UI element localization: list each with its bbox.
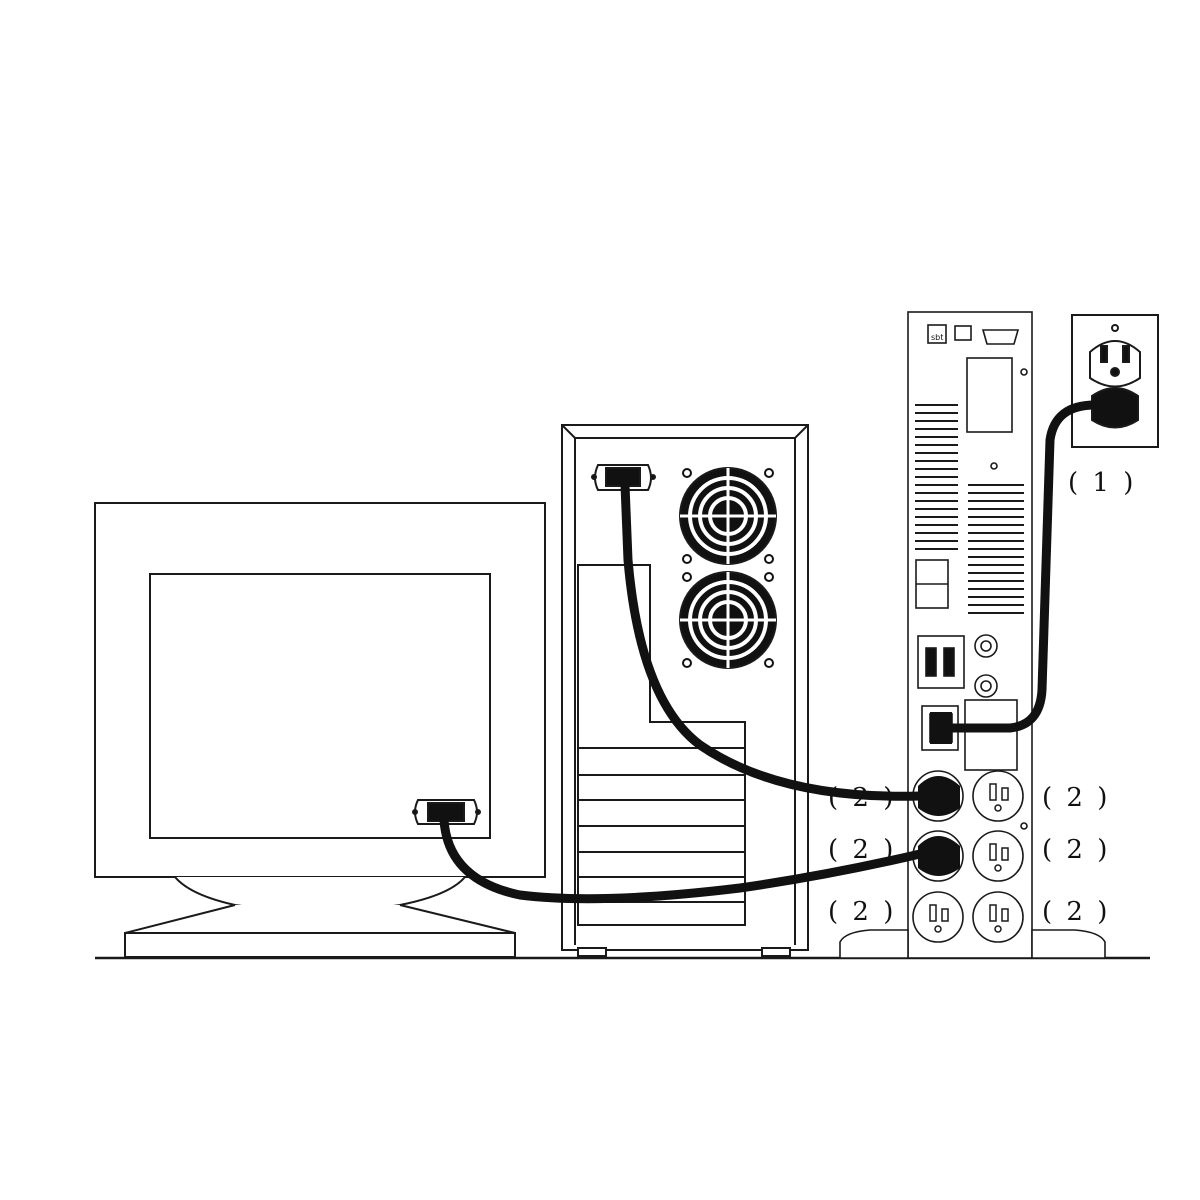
ups-outlet-3-left [912,891,964,943]
ups-module-2 [964,699,1018,771]
ups-card-slot [966,357,1013,433]
ups-breaker-panel [917,635,965,689]
ups-vents-left [915,404,958,550]
tower-power-inlet [591,464,656,491]
wall-plug [1091,387,1139,429]
label-outlet-left-3: ( 2 ) [828,897,896,927]
ups-outlet-2-right [972,830,1024,882]
label-outlet-right-3: ( 2 ) [1042,897,1110,927]
label-outlet-left-2: ( 2 ) [828,835,896,865]
label-wall-cord: ( 1 ) [1068,468,1136,498]
cord-ups-to-wall [945,400,1100,733]
label-outlet-right-1: ( 2 ) [1042,783,1110,813]
ups-serial-port [981,329,1020,345]
power-cords [439,400,1100,904]
ups-port-label [927,324,947,344]
ups-foot-left [839,929,909,959]
label-outlet-left-1: ( 2 ) [828,783,896,813]
fan-icon-bottom [679,571,777,669]
fan-icon-top [679,467,777,565]
monitor-stand [124,904,516,934]
ups-port-text: sbt [931,333,943,342]
plug-monitor [918,836,960,876]
cord-monitor-to-ups [439,815,925,904]
tower-foot-right [761,947,791,957]
ups-unit: sbt [839,311,1106,959]
ups-usb-port [954,325,972,341]
ups-outlet-1-right [972,770,1024,822]
ups-vents-right [968,484,1024,614]
plug-tower [918,776,960,816]
monitor-base [124,932,516,958]
ups-foot-right [1031,929,1106,959]
wall-receptacle [1089,340,1141,388]
cord-tower-to-ups [620,480,925,801]
plug-ups-input [930,712,952,744]
tower-foot-left [577,947,607,957]
ups-outlet-3-right [972,891,1024,943]
wall-outlet [1071,314,1159,448]
computer-tower [561,424,809,957]
cord-plugs [918,712,960,876]
monitor-screen [149,573,491,839]
label-outlet-right-2: ( 2 ) [1042,835,1110,865]
monitor [94,502,546,958]
